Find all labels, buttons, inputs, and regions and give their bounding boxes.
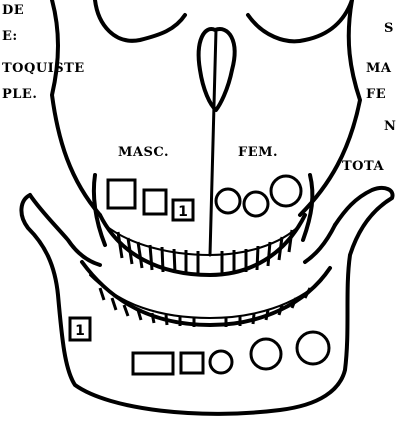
upper-circle-2 <box>244 192 268 216</box>
lower-square-small <box>181 353 203 373</box>
upper-circle-1 <box>216 189 240 213</box>
label-top-left-1: DE <box>2 4 24 18</box>
upper-teeth-row <box>100 215 305 275</box>
orbit-right <box>248 0 352 41</box>
label-top-right-1: S <box>384 22 394 36</box>
label-top-left-2: E: <box>2 30 18 44</box>
orbit-left <box>95 0 185 41</box>
lower-square-large <box>133 353 173 374</box>
label-top-right-3: FE <box>366 88 386 102</box>
lower-teeth-row <box>82 262 330 325</box>
label-top-left-3: TOQUISTE <box>2 62 85 76</box>
label-top-left-4: PLE. <box>2 88 37 102</box>
lower-circle-3 <box>297 332 329 364</box>
mandible-inner-right <box>305 225 335 262</box>
label-top-right-4: N <box>384 120 396 134</box>
lower-left-count-text: 1 <box>75 323 85 339</box>
label-top-right-2: MA <box>366 62 391 76</box>
label-top-right-5: TOTA <box>342 160 384 174</box>
lower-circle-1 <box>210 351 232 373</box>
mandible-outline <box>21 188 392 414</box>
maxilla-left <box>94 175 105 245</box>
upper-square-medium <box>144 190 166 214</box>
lower-circle-2 <box>251 339 281 369</box>
upper-circle-3 <box>271 176 301 206</box>
label-fem: FEM. <box>238 146 278 160</box>
midline <box>210 30 216 255</box>
mandible-inner-left <box>30 195 100 265</box>
upper-teeth-ticks <box>118 230 292 275</box>
upper-square-large <box>108 180 135 208</box>
upper-count-text: 1 <box>178 204 188 220</box>
label-masc: MASC. <box>118 146 169 160</box>
